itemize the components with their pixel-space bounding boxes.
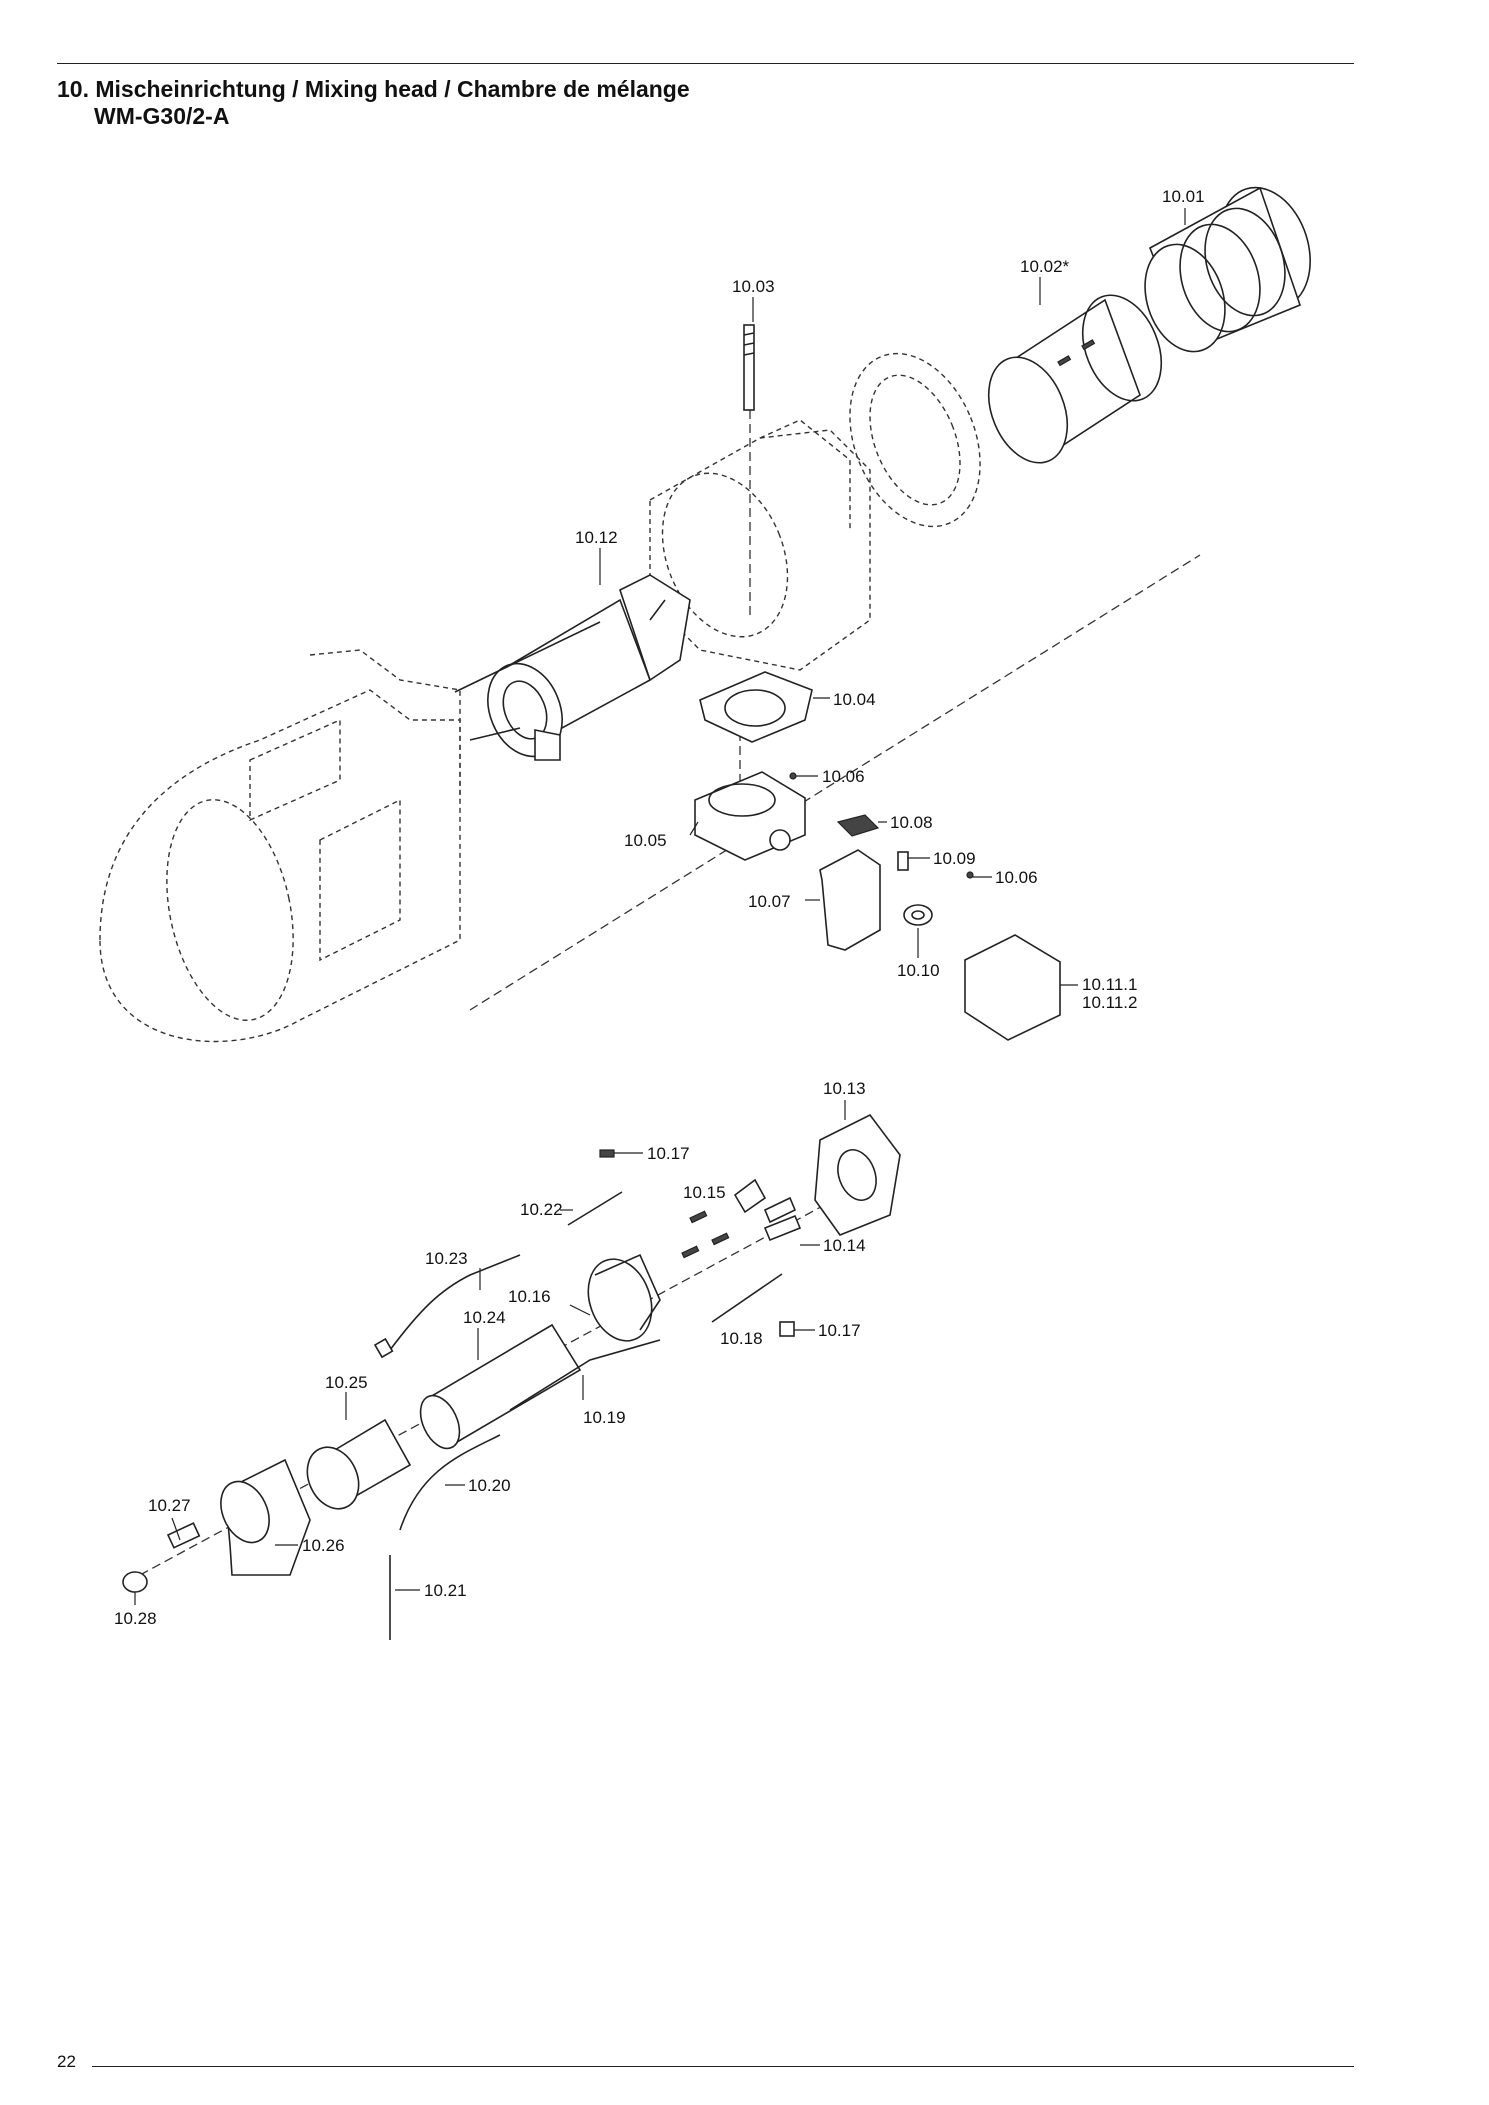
part-10-16-swirl-plate <box>587 1253 661 1342</box>
part-10-25-outer-tube <box>306 1418 412 1510</box>
part-10-05-valve-housing <box>694 771 806 861</box>
ghost-gasket <box>849 352 981 528</box>
label-10-11-1: 10.11.1 <box>1082 975 1137 994</box>
section-title: 10. Mischeinrichtung / Mixing head / Cha… <box>57 76 690 102</box>
label-10-16: 10.16 <box>508 1287 551 1306</box>
label-10-04: 10.04 <box>833 690 876 709</box>
label-10-19: 10.19 <box>583 1408 626 1427</box>
part-10-04-mounting-plate <box>699 671 813 743</box>
label-10-21: 10.21 <box>424 1581 467 1600</box>
label-10-28: 10.28 <box>114 1609 157 1628</box>
part-10-10-coupling <box>903 904 933 926</box>
label-10-11-2: 10.11.2 <box>1082 993 1137 1012</box>
label-10-02: 10.02* <box>1020 257 1070 276</box>
label-10-18: 10.18 <box>720 1329 763 1348</box>
part-10-20-cable <box>399 1434 501 1531</box>
label-10-20: 10.20 <box>468 1476 511 1495</box>
label-10-13: 10.13 <box>823 1079 866 1098</box>
part-10-11-actuator <box>964 934 1061 1041</box>
part-10-06-screw-a <box>789 772 797 780</box>
ghost-fan-housing <box>99 649 461 1043</box>
label-10-26: 10.26 <box>302 1536 345 1555</box>
part-pin-c <box>681 1245 700 1259</box>
label-10-08: 10.08 <box>890 813 933 832</box>
label-10-12: 10.12 <box>575 528 618 547</box>
label-10-10: 10.10 <box>897 961 940 980</box>
label-10-17-a: 10.17 <box>647 1144 690 1163</box>
footer-rule <box>92 2066 1354 2067</box>
part-10-06-screw-b <box>966 871 974 879</box>
part-10-12-mixing-head-assembly <box>454 574 691 761</box>
part-10-17-clip-a <box>599 1149 615 1158</box>
part-10-07-bracket <box>819 849 881 951</box>
label-10-09: 10.09 <box>933 849 976 868</box>
label-10-27: 10.27 <box>148 1496 191 1515</box>
part-10-01-flame-tube <box>1144 186 1311 353</box>
part-10-28-disc <box>122 1571 148 1593</box>
part-10-13-diffuser <box>814 1113 901 1236</box>
label-10-06-b: 10.06 <box>995 868 1038 887</box>
label-10-15: 10.15 <box>683 1183 726 1202</box>
part-10-15-insert <box>763 1196 797 1224</box>
ghost-burner-flange <box>649 419 871 671</box>
part-10-19-cable <box>509 1339 661 1411</box>
page-number: 22 <box>57 2052 76 2071</box>
label-10-01: 10.01 <box>1162 187 1205 206</box>
part-pin-a <box>689 1210 708 1224</box>
part-10-26-elbow-head <box>220 1458 311 1576</box>
part-10-27-holder <box>166 1522 201 1549</box>
part-10-15-nozzle <box>733 1178 767 1214</box>
part-10-09-connector <box>897 851 909 871</box>
label-10-07: 10.07 <box>748 892 791 911</box>
label-10-25: 10.25 <box>325 1373 368 1392</box>
label-10-14: 10.14 <box>823 1236 866 1255</box>
label-10-23: 10.23 <box>425 1249 468 1268</box>
part-10-18-electrode <box>711 1273 783 1323</box>
part-10-24-inner-tube <box>419 1323 582 1450</box>
label-10-06-a: 10.06 <box>822 767 865 786</box>
part-10-22-rod <box>567 1191 623 1226</box>
assembly-axis <box>469 554 1201 1011</box>
part-10-03-screw <box>743 324 755 411</box>
page-title: 10. Mischeinrichtung / Mixing head / Cha… <box>57 76 690 130</box>
part-10-14-nozzle <box>763 1214 802 1242</box>
part-pin-b <box>711 1232 730 1246</box>
part-10-02-sleeve <box>987 294 1163 464</box>
label-10-17-b: 10.17 <box>818 1321 861 1340</box>
part-10-08-cover <box>836 814 880 837</box>
part-10-23-ignition-cable <box>373 1254 521 1359</box>
label-10-03: 10.03 <box>732 277 775 296</box>
label-10-05: 10.05 <box>624 831 667 850</box>
part-10-17-clip-b <box>779 1321 795 1337</box>
label-10-22: 10.22 <box>520 1200 563 1219</box>
model-designation: WM-G30/2-A <box>94 103 230 129</box>
header-rule <box>57 63 1354 64</box>
label-10-24: 10.24 <box>463 1308 506 1327</box>
